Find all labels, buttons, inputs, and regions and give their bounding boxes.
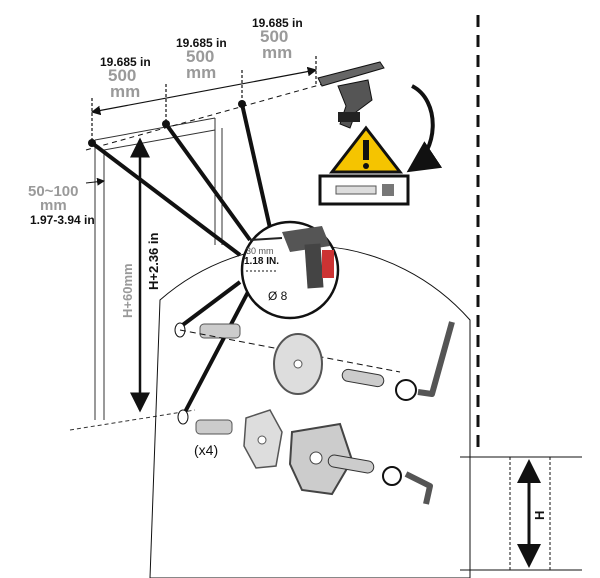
screw-icon-2	[327, 454, 375, 474]
curved-arrow-top	[406, 84, 443, 173]
svg-text:500: 500	[186, 47, 214, 66]
detail-circle	[149, 244, 471, 578]
svg-text:mm: mm	[40, 197, 67, 214]
spacing-label-1: 19.685 in 500 mm	[100, 55, 151, 101]
svg-text:50~100: 50~100	[28, 183, 78, 200]
svg-text:500: 500	[260, 27, 288, 46]
svg-text:19.685 in: 19.685 in	[176, 36, 227, 50]
svg-text:30 mm: 30 mm	[246, 246, 274, 256]
ceiling-flange-icon	[273, 333, 323, 395]
wall-drill-icon	[337, 79, 373, 129]
drill-detail-magnifier: 30 mm 1.18 IN. Ø 8	[240, 220, 340, 320]
spacing-dimension-line	[90, 56, 318, 142]
rail-profile-icon	[318, 174, 410, 206]
callout-lines	[90, 103, 272, 413]
svg-text:mm: mm	[110, 82, 140, 101]
right-dimension: H	[460, 456, 582, 571]
svg-text:19.685 in: 19.685 in	[100, 55, 151, 69]
washer-icon-2	[382, 466, 402, 486]
svg-text:mm: mm	[262, 43, 292, 62]
warning-icon	[328, 125, 404, 174]
svg-text:1.18 IN.: 1.18 IN.	[244, 256, 279, 267]
svg-text:19.685 in: 19.685 in	[252, 16, 303, 30]
track-rail-icon	[317, 61, 385, 87]
allen-key-icon-2	[404, 471, 433, 505]
anchor-count: (x4)	[194, 442, 218, 458]
svg-text:Ø 8: Ø 8	[268, 289, 288, 303]
svg-text:500: 500	[108, 66, 136, 85]
svg-text:1.97-3.94 in: 1.97-3.94 in	[30, 213, 95, 227]
washer-icon	[395, 379, 417, 401]
spacing-label-3: 19.685 in 500 mm	[252, 16, 303, 62]
svg-text:H: H	[532, 511, 547, 520]
height-label-in: H+2.36 in	[146, 232, 161, 290]
drill-icon	[249, 226, 334, 289]
bracket-icon	[288, 422, 354, 496]
wall-plug-icon-2	[177, 409, 233, 435]
svg-text:mm: mm	[186, 63, 216, 82]
mounting-plate-icon	[243, 409, 283, 469]
spacing-label-2: 19.685 in 500 mm	[176, 36, 227, 82]
height-label-mm: H+60mm	[120, 263, 135, 318]
allen-key-icon	[417, 321, 455, 397]
door-frame	[69, 117, 223, 431]
offset-label: 50~100 mm 1.97-3.94 in	[28, 177, 105, 227]
screw-icon	[341, 368, 385, 388]
